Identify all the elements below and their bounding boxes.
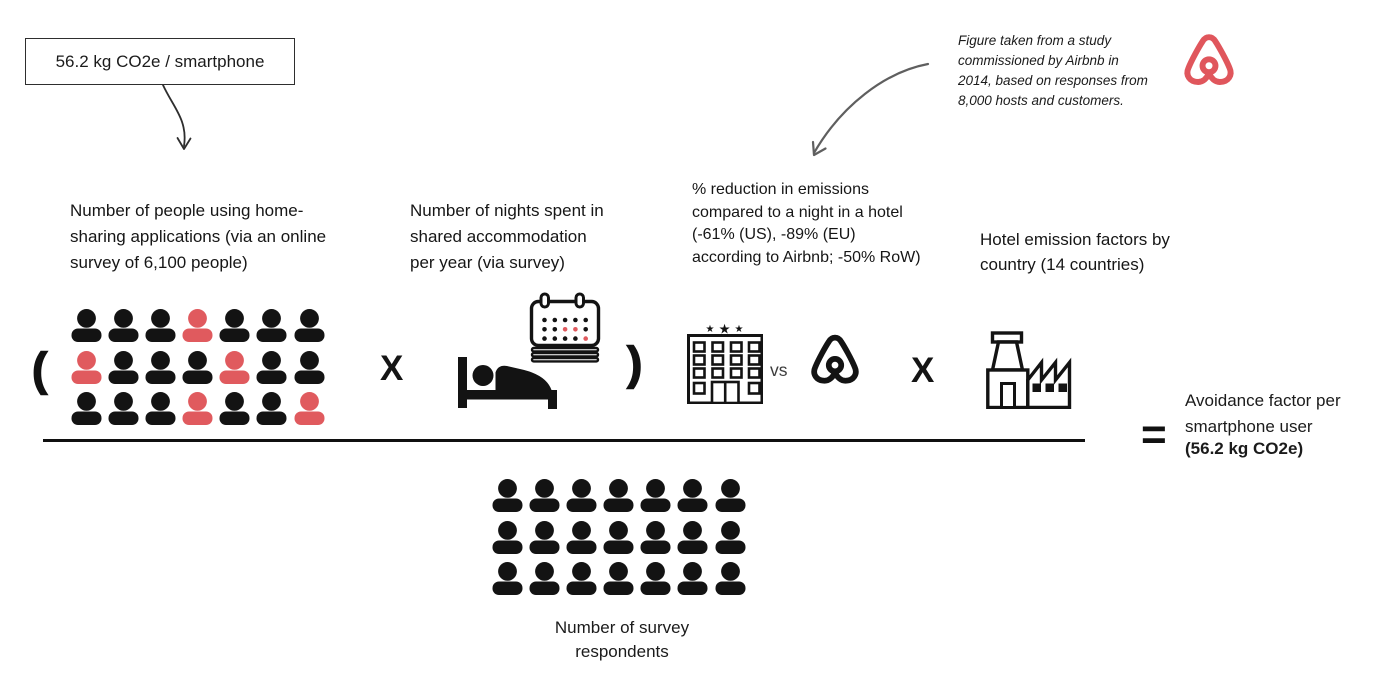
person-icon xyxy=(715,479,752,521)
person-icon xyxy=(603,479,640,521)
person-icon xyxy=(71,392,108,434)
person-icon xyxy=(566,562,603,604)
person-icon xyxy=(566,520,603,563)
equals-operator: = xyxy=(1141,410,1167,459)
person-icon xyxy=(603,562,640,604)
calendar-dots xyxy=(542,317,588,341)
person-icon xyxy=(566,479,603,521)
label-hotel-factors: Hotel emission factors by country (14 co… xyxy=(980,230,1170,274)
calendar-icon xyxy=(529,292,601,363)
person-icon xyxy=(640,520,677,563)
multiply-operator-1: X xyxy=(380,349,404,388)
person-icon xyxy=(256,350,293,393)
star-icon: ★ xyxy=(706,324,715,335)
person-icon xyxy=(108,350,145,393)
person-icon-red xyxy=(219,350,256,393)
person-icon xyxy=(219,392,256,434)
multiply-operator-2: X xyxy=(911,351,935,390)
factory-icon xyxy=(986,331,1072,409)
result-label: Avoidance factor per smartphone user xyxy=(1185,391,1341,436)
person-icon xyxy=(145,350,182,393)
person-icon xyxy=(603,520,640,563)
person-icon xyxy=(182,350,219,393)
person-icon xyxy=(677,520,714,563)
close-parenthesis: ) xyxy=(626,336,643,389)
label-people-factor: Number of people using home- sharing app… xyxy=(70,201,327,272)
person-icon xyxy=(715,562,752,604)
person-icon xyxy=(294,350,331,393)
person-icon xyxy=(219,309,256,351)
person-icon xyxy=(71,309,108,351)
person-icon xyxy=(677,562,714,604)
airbnb-logo-red xyxy=(1182,33,1236,91)
note-curved-arrow-icon xyxy=(811,62,930,157)
co2-callout-box: 56.2 kg CO2e / smartphone xyxy=(25,38,295,85)
person-icon xyxy=(145,309,182,351)
person-icon xyxy=(529,562,566,604)
person-icon xyxy=(492,520,529,563)
result-value: (56.2 kg CO2e) xyxy=(1185,439,1304,458)
vs-operator: vs xyxy=(770,360,788,380)
label-denominator: Number of survey respondents xyxy=(554,618,690,661)
label-reduction-factor: % reduction in emissions compared to a n… xyxy=(692,181,921,266)
people-grid-denominator xyxy=(492,479,752,604)
person-icon-red xyxy=(71,350,108,393)
person-icon xyxy=(492,562,529,604)
star-icon: ★ xyxy=(718,322,730,338)
person-icon xyxy=(677,479,714,521)
person-icon xyxy=(715,520,752,563)
person-icon xyxy=(529,520,566,563)
person-icon xyxy=(529,479,566,521)
person-icon xyxy=(492,479,529,521)
people-grid-numerator xyxy=(71,309,331,434)
callout-curved-arrow-icon xyxy=(162,84,192,150)
person-icon-red xyxy=(182,309,219,351)
study-note: Figure taken from a study commissioned b… xyxy=(958,33,1148,108)
person-icon-red xyxy=(182,392,219,434)
airbnb-logo-black xyxy=(809,334,861,389)
bed-icon xyxy=(458,357,557,409)
person-icon-red xyxy=(294,392,331,434)
person-icon xyxy=(145,392,182,434)
star-icon: ★ xyxy=(735,324,744,335)
person-icon xyxy=(256,392,293,434)
label-nights-factor: Number of nights spent in shared accommo… xyxy=(410,201,604,272)
person-icon xyxy=(640,479,677,521)
hotel-icon: ★ ★ ★ xyxy=(687,322,763,404)
person-icon xyxy=(108,392,145,434)
open-parenthesis: ( xyxy=(31,342,48,395)
person-icon xyxy=(640,562,677,604)
person-icon xyxy=(294,309,331,351)
division-line xyxy=(43,439,1085,443)
person-icon xyxy=(256,309,293,351)
person-icon xyxy=(108,309,145,351)
